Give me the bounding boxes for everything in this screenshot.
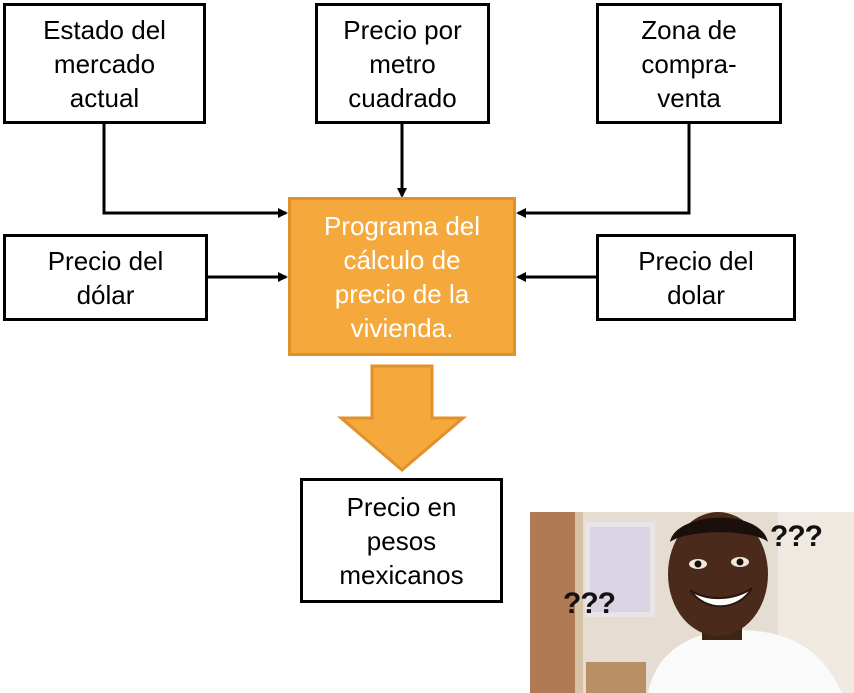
question-marks-left: ??? — [563, 587, 616, 620]
question-marks-right: ??? — [770, 520, 823, 553]
confused-man-meme-image: ??? ??? — [530, 512, 854, 693]
node-zona-compraventa: Zona de compra- venta — [596, 3, 782, 124]
node-precio-pesos-mexicanos: Precio en pesos mexicanos — [300, 478, 503, 603]
node-precio-metro-cuadrado: Precio por metro cuadrado — [315, 3, 490, 124]
node-precio-dolar-right: Precio del dolar — [596, 234, 796, 321]
arrow-zona-to-programa — [516, 124, 691, 218]
node-programa-calculo: Programa del cálculo de precio de la viv… — [288, 197, 516, 356]
node-precio-dolar-left: Precio del dólar — [3, 234, 208, 321]
arrow-estado-to-programa — [102, 124, 288, 218]
node-estado-mercado: Estado del mercado actual — [3, 3, 206, 124]
meme-illustration — [530, 512, 854, 693]
block-arrow-down — [336, 364, 468, 472]
